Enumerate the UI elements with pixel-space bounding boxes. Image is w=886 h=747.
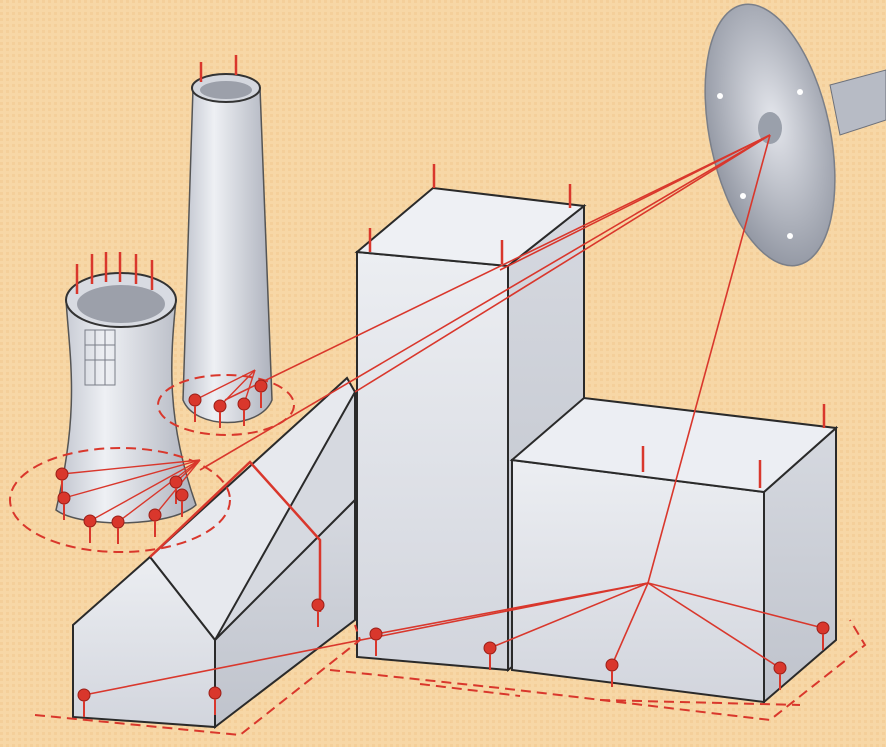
anchor-point (817, 622, 829, 634)
anchor-point (112, 516, 124, 528)
anchor-point (176, 489, 188, 501)
anchor-point (255, 380, 267, 392)
anchor-point (370, 628, 382, 640)
anchor-point (774, 662, 786, 674)
anchor-point (238, 398, 250, 410)
anchor-point (606, 659, 618, 671)
anchor-point (214, 400, 226, 412)
chimney (183, 74, 272, 423)
anchor-point (58, 492, 70, 504)
anchor-point (189, 394, 201, 406)
anchor-point (170, 476, 182, 488)
low-block (512, 398, 836, 702)
anchor-point (149, 509, 161, 521)
anchor-point (78, 689, 90, 701)
anchor-point (484, 642, 496, 654)
anchor-point (209, 687, 221, 699)
anchor-point (312, 599, 324, 611)
anchor-point (56, 468, 68, 480)
anchor-point (84, 515, 96, 527)
